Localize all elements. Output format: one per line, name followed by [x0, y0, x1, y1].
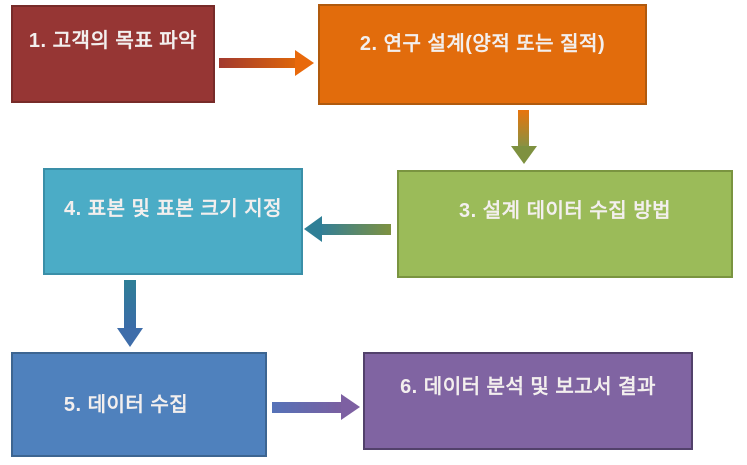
arrow-shaft	[322, 224, 391, 235]
step-4-box: 4. 표본 및 표본 크기 지정	[43, 168, 303, 275]
arrow-step5-to-step6-icon	[272, 394, 360, 420]
step-2-label: 2. 연구 설계(양적 또는 질적)	[359, 32, 606, 55]
arrow-step4-to-step5-icon	[117, 280, 143, 347]
arrow-head	[511, 146, 537, 164]
arrow-step2-to-step3-icon	[511, 110, 537, 164]
step-3-label: 3. 설계 데이터 수집 방법	[458, 200, 671, 222]
step-3-box: 3. 설계 데이터 수집 방법	[397, 170, 733, 278]
step-4-label: 4. 표본 및 표본 크기 지정	[63, 197, 283, 220]
arrow-shaft	[124, 280, 136, 328]
arrow-shaft	[518, 110, 529, 146]
arrow-step1-to-step2-icon	[219, 50, 314, 76]
arrow-head	[295, 50, 314, 76]
arrow-head	[117, 328, 143, 347]
step-1-label: 1. 고객의 목표 파악	[28, 30, 198, 52]
step-6-box: 6. 데이터 분석 및 보고서 결과	[363, 352, 693, 450]
step-6-label: 6. 데이터 분석 및 보고서 결과	[400, 376, 656, 398]
step-5-box: 5. 데이터 수집	[11, 352, 267, 457]
arrow-head	[304, 216, 322, 242]
arrow-head	[341, 394, 360, 420]
step-5-label: 5. 데이터 수집	[63, 393, 189, 416]
step-1-box: 1. 고객의 목표 파악	[11, 5, 215, 103]
arrow-step3-to-step4-icon	[304, 216, 391, 242]
arrow-shaft	[272, 402, 341, 413]
step-2-box: 2. 연구 설계(양적 또는 질적)	[318, 4, 647, 105]
arrow-shaft	[219, 58, 295, 68]
